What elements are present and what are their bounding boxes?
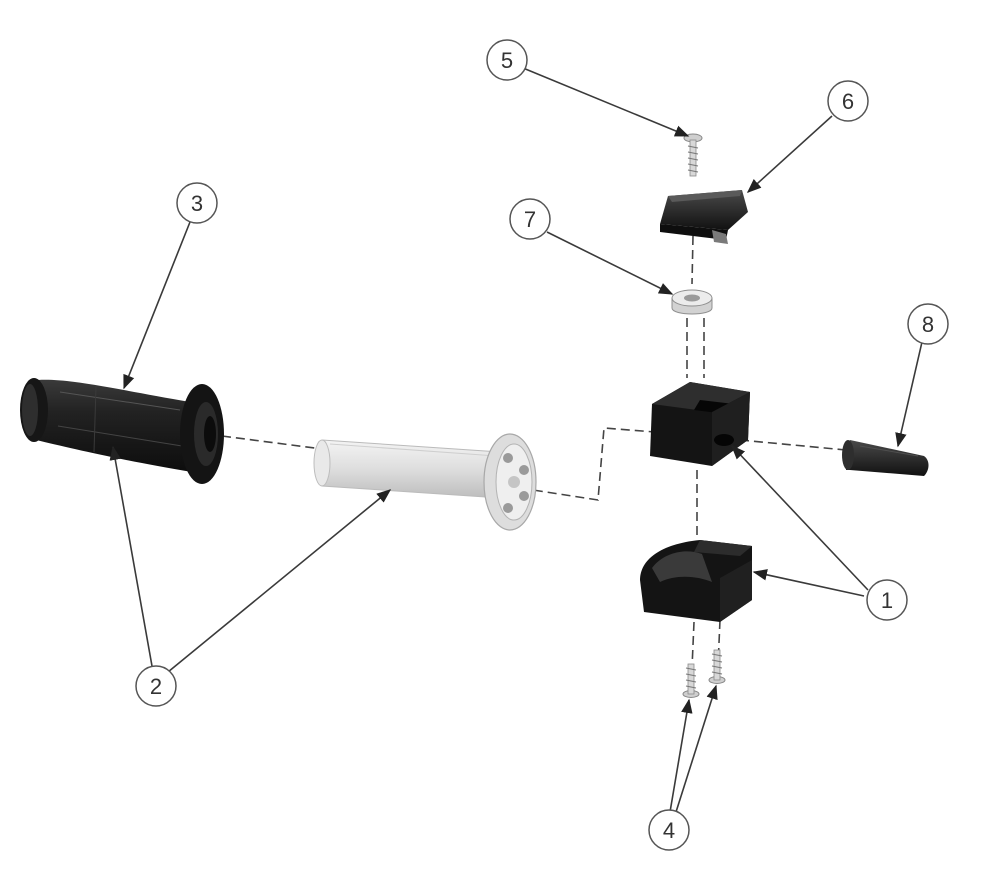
leader-2-grip	[109, 445, 153, 667]
bushing-part	[671, 289, 713, 315]
callout-2-label: 2	[150, 674, 162, 699]
leader-4-right	[675, 684, 718, 813]
leader-1-upper	[731, 444, 869, 591]
callout-6-label: 6	[842, 89, 854, 114]
callout-7: 7	[509, 198, 551, 240]
callout-7-label: 7	[524, 207, 536, 232]
leader-7	[546, 231, 674, 295]
leader-2-tube	[167, 489, 392, 673]
throttle-tube-part	[313, 433, 537, 531]
leader-8	[895, 341, 923, 448]
leader-lines	[109, 67, 923, 813]
upper-housing-part	[650, 382, 750, 466]
leader-6	[746, 115, 833, 193]
callout-bubbles: 1 2 3 4 5 6 7 8	[135, 39, 949, 851]
callout-2: 2	[135, 665, 177, 707]
callout-1: 1	[866, 579, 908, 621]
callout-4: 4	[648, 809, 690, 851]
leader-5	[522, 67, 690, 137]
callout-8: 8	[907, 303, 949, 345]
leader-1-lower	[752, 569, 865, 597]
callout-3: 3	[176, 182, 218, 224]
top-cover-part	[660, 190, 748, 244]
callout-5-label: 5	[501, 48, 513, 73]
callout-5: 5	[486, 39, 528, 81]
leader-4-left	[669, 698, 693, 813]
assembly-axes	[221, 235, 847, 669]
callout-3-label: 3	[191, 191, 203, 216]
cable-adjuster-part	[842, 440, 929, 476]
grip-part	[20, 378, 224, 484]
callout-8-label: 8	[922, 312, 934, 337]
callout-4-label: 4	[663, 818, 675, 843]
lower-housing-part	[640, 540, 752, 622]
leader-3	[123, 221, 191, 390]
callout-1-label: 1	[881, 588, 893, 613]
top-screw-part	[683, 133, 703, 177]
lower-screws-part	[682, 649, 726, 698]
callout-6: 6	[827, 80, 869, 122]
